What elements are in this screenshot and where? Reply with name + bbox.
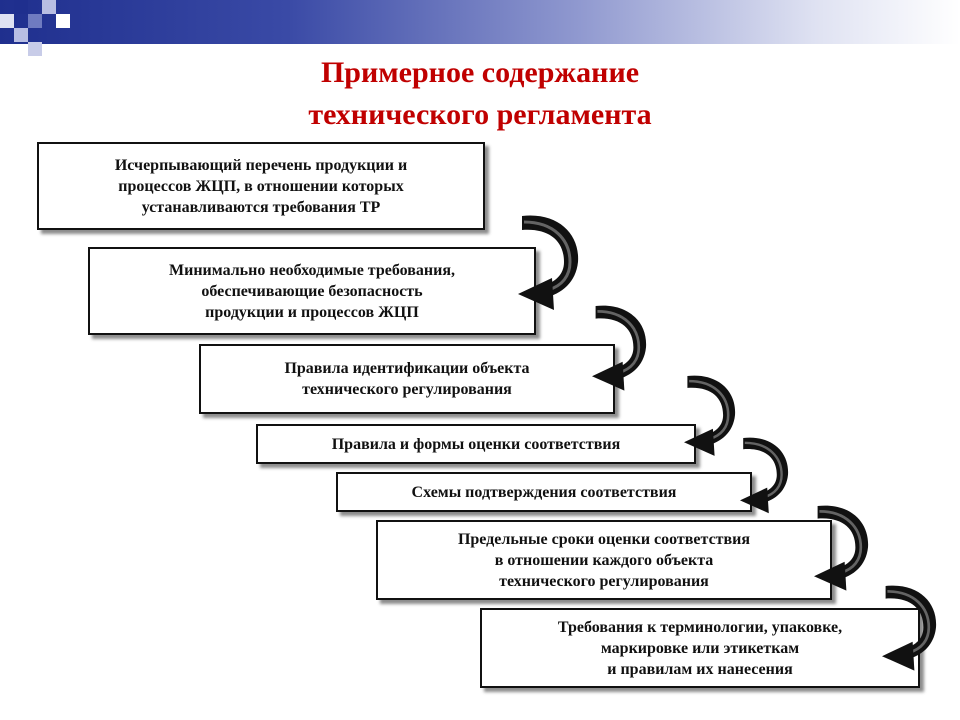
step-box-3: Правила идентификации объекта техническо…	[199, 344, 615, 414]
step-box-7: Требования к терминологии, упаковке, мар…	[480, 608, 920, 688]
decor-square	[56, 14, 70, 28]
decor-square	[28, 42, 42, 56]
decor-square	[42, 0, 56, 14]
decor-square	[28, 14, 42, 28]
step-box-6: Предельные сроки оценки соответствия в о…	[376, 520, 832, 600]
step-text-3: Правила идентификации объекта техническо…	[284, 360, 530, 398]
step-text-7: Требования к терминологии, упаковке, мар…	[557, 618, 843, 678]
decor-square	[0, 14, 14, 28]
step-text-2: Минимально необходимые требования, обесп…	[169, 261, 455, 321]
step-box-4: Правила и формы оценки соответствия	[256, 424, 696, 464]
slide-title-line-2: технического регламента	[308, 98, 652, 131]
step-text-4: Правила и формы оценки соответствия	[331, 435, 621, 453]
step-box-2: Минимально необходимые требования, обесп…	[88, 247, 536, 335]
step-text-1: Исчерпывающий перечень продукции и проце…	[114, 156, 408, 216]
decor-square	[14, 28, 28, 42]
header-gradient-band	[0, 0, 960, 44]
slide-title: Примерное содержание технического реглам…	[0, 52, 960, 136]
decor-square	[14, 0, 28, 14]
step-box-1: Исчерпывающий перечень продукции и проце…	[37, 142, 485, 230]
step-box-5: Схемы подтверждения соответствия	[336, 472, 752, 512]
step-text-6: Предельные сроки оценки соответствия в о…	[457, 530, 751, 590]
slide-title-line-1: Примерное содержание	[320, 56, 640, 89]
step-text-5: Схемы подтверждения соответствия	[411, 483, 677, 501]
